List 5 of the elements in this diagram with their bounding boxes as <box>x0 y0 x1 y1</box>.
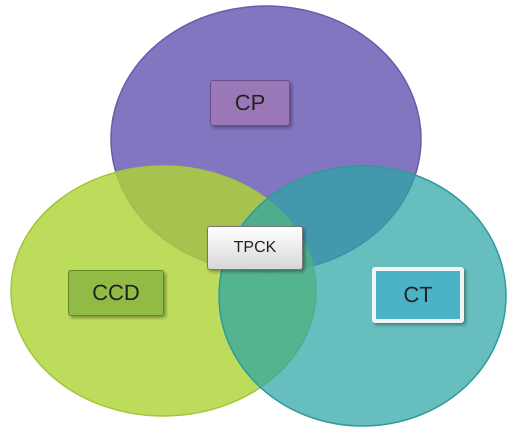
set-label: CT <box>372 267 464 323</box>
set-label: CCD <box>68 270 164 316</box>
venn-circle <box>218 165 507 427</box>
set-label: TPCK <box>207 226 303 270</box>
set-label: CP <box>210 80 290 126</box>
